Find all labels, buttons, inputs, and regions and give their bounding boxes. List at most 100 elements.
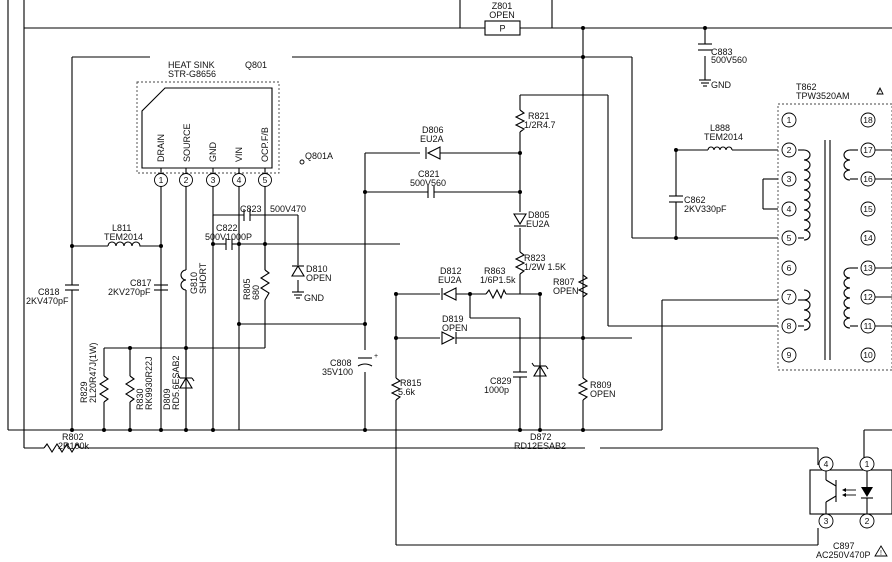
- l888-ref: L888: [710, 123, 730, 133]
- ic-pin-2: 2: [184, 175, 189, 185]
- d809-zener: D809 RD5.6ESAB2: [162, 355, 195, 430]
- t862-pin-6: 6: [787, 263, 792, 273]
- z801-ref: Z801: [492, 1, 513, 11]
- d806-value: EU2A: [420, 134, 444, 144]
- r823-resistor: R823 1/2W 1.5K: [514, 251, 566, 275]
- r809-ref: R809: [590, 380, 612, 390]
- t862-pin-10: 10: [863, 350, 873, 360]
- c862-capacitor: C862 2KV330pF: [669, 195, 727, 214]
- r807-value: OPEN: [553, 286, 579, 296]
- t862-pin-13: 13: [863, 263, 873, 273]
- c818-value: 2KV470pF: [26, 296, 69, 306]
- l811-value: TEM2014: [104, 232, 143, 242]
- opto-pin-1: 1: [865, 459, 870, 469]
- ic-part-label: STR-G8656: [168, 69, 216, 79]
- c823-capacitor: C823 500V470: [240, 204, 306, 221]
- l811-ref: L811: [112, 223, 131, 233]
- opto-warning-text: !: [880, 550, 882, 557]
- d872-value: RD12ESAB2: [514, 441, 566, 451]
- r821-resistor: R821 1/2R4.7: [514, 109, 556, 133]
- t862-pin-11: 11: [864, 321, 873, 331]
- c817-capacitor: C817 2KV270pF: [108, 278, 168, 297]
- t862-warning-text: !: [879, 90, 880, 96]
- r805-resistor: R805 680: [242, 269, 271, 301]
- gnd-d810-label: GND: [304, 293, 325, 303]
- g810-ref: G810: [189, 272, 199, 294]
- c883-ref: C883: [711, 47, 733, 57]
- d810-diode: D810 OPEN GND: [291, 264, 332, 303]
- c817-ref: C817: [130, 278, 152, 288]
- l811-inductor: L811 TEM2014: [104, 223, 143, 247]
- d805-diode: D805 EU2A: [513, 210, 550, 229]
- ic-pin-1: 1: [159, 175, 164, 185]
- z801-open-jumper: P Z801 OPEN: [484, 1, 521, 36]
- d810-ref: D810: [306, 264, 328, 274]
- c883-capacitor: C883 500V560 GND: [698, 43, 747, 90]
- r802-ref: R802: [62, 432, 84, 442]
- c808-value: 35V100: [322, 367, 353, 377]
- ic-pin-name-vin: VIN: [234, 147, 244, 162]
- c862-value: 2KV330pF: [684, 204, 727, 214]
- d872-zener: D872 RD12ESAB2: [514, 362, 566, 451]
- c823-value: 500V470: [270, 204, 306, 214]
- c817-value: 2KV270pF: [108, 287, 151, 297]
- t862-pin-3: 3: [787, 174, 792, 184]
- ic-pin-name-drain: DRAIN: [156, 134, 166, 162]
- r829-value: 2L20R47J(1W): [88, 342, 98, 403]
- r830-resistor: R830 RK9930R22J: [124, 356, 154, 410]
- r805-ref: R805: [242, 278, 252, 300]
- r823-value: 1/2W 1.5K: [524, 262, 566, 272]
- c829-capacitor: C829 1000p: [484, 371, 527, 395]
- r821-ref: R821: [528, 111, 550, 121]
- ic-pin-name-source: SOURCE: [182, 123, 192, 162]
- r815-resistor: R815 5.6k: [390, 377, 422, 401]
- gnd-top-label: GND: [711, 80, 732, 90]
- r815-ref: R815: [400, 378, 422, 388]
- c818-ref: C818: [38, 287, 60, 297]
- ic-ref-label: Q801: [245, 60, 267, 70]
- r809-value: OPEN: [590, 389, 616, 399]
- opto-pin-2: 2: [865, 516, 870, 526]
- d819-diode: D819 OPEN: [441, 314, 468, 345]
- l888-value: TEM2014: [704, 132, 743, 142]
- t862-pin-12: 12: [863, 292, 873, 302]
- d872-ref: D872: [530, 432, 552, 442]
- c829-value: 1000p: [484, 385, 509, 395]
- opto-warning-icon: [874, 545, 888, 557]
- g810-value: SHORT: [198, 262, 208, 294]
- ic-pin-name-ocp: OCP.F/B: [260, 127, 270, 162]
- r821-value: 1/2R4.7: [524, 120, 556, 130]
- c897-value: AC250V470P: [816, 550, 871, 560]
- t862-ref: T862: [796, 82, 817, 92]
- l888-inductor: L888 TEM2014: [704, 123, 743, 151]
- r829-resistor: R829 2L20R47J(1W): [79, 342, 110, 403]
- c822-capacitor: C822 500V1000P: [205, 223, 252, 250]
- g810-jumper: G810 SHORT: [180, 262, 208, 294]
- r807-ref: R807: [553, 277, 575, 287]
- ic-heatsink-label: HEAT SINK: [168, 60, 215, 70]
- optocoupler: 4 3 1 2 C897 AC250V470P !: [809, 456, 892, 560]
- r823-ref: R823: [524, 253, 546, 263]
- t862-pin-4: 4: [787, 204, 792, 214]
- t862-part: TPW3520AM: [796, 91, 850, 101]
- d819-ref: D819: [442, 314, 464, 324]
- ic-pin-3: 3: [211, 175, 216, 185]
- c808-capacitor: + C808 35V100: [322, 353, 378, 377]
- r829-ref: R829: [79, 381, 89, 403]
- r830-ref: R830: [135, 388, 145, 410]
- c822-ref: C822: [216, 223, 238, 233]
- ic-pin-5: 5: [263, 175, 268, 185]
- d819-value: OPEN: [442, 323, 468, 333]
- t862-pin-7: 7: [787, 292, 792, 302]
- d809-ref: D809: [162, 388, 172, 410]
- t862-pin-14: 14: [863, 233, 873, 243]
- transformer-t862: T862 TPW3520AM ! 1 2 3 4 5 6: [777, 82, 892, 371]
- t862-warning-icon: [876, 86, 884, 95]
- t862-pin-2: 2: [787, 145, 792, 155]
- r807-resistor: R807 OPEN: [553, 274, 589, 298]
- r809-resistor: R809 OPEN: [577, 377, 616, 401]
- c821-ref: C821: [418, 169, 440, 179]
- opto-pin-4: 4: [824, 459, 829, 469]
- t862-pin-9: 9: [787, 350, 792, 360]
